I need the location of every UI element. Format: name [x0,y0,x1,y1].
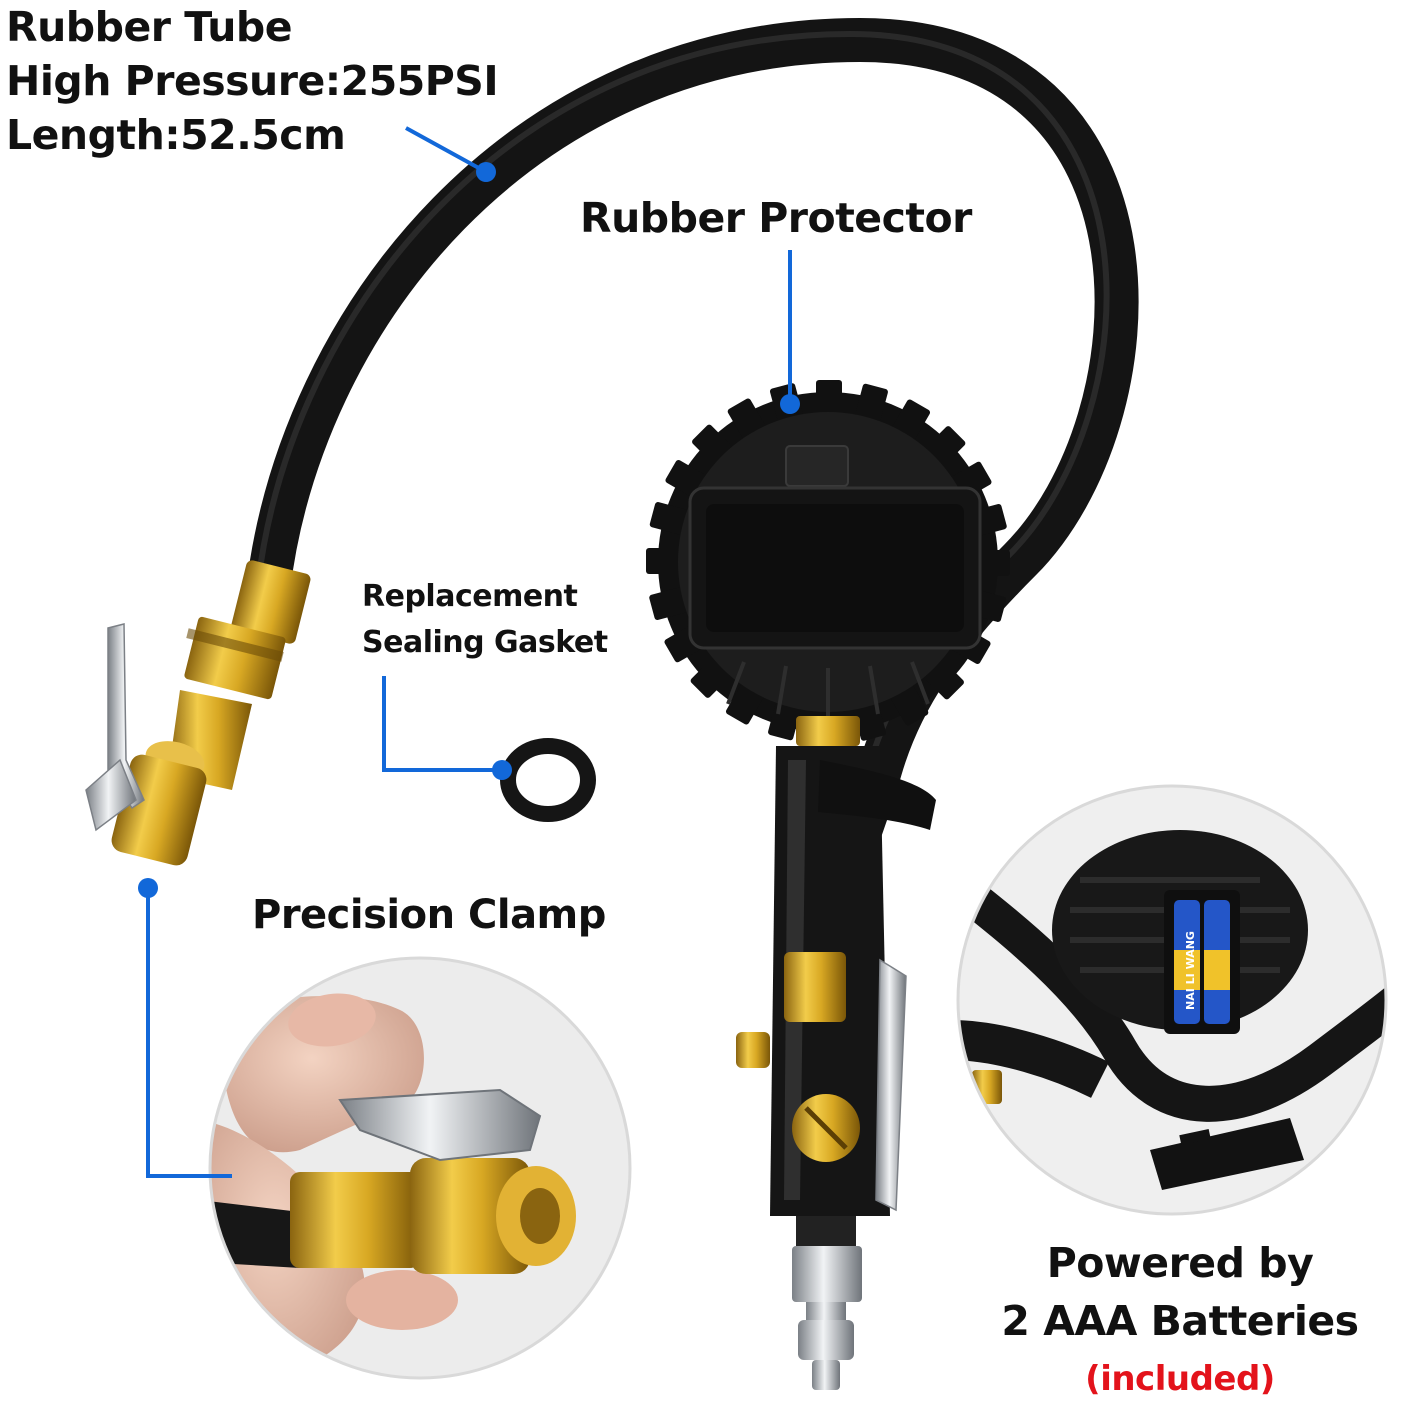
leader-dot-clamp [138,878,158,898]
battery-callout: Powered by 2 AAA Batteries (included) [960,1234,1400,1408]
leader-dot-protector [780,394,800,414]
o-ring-gasket [500,738,596,822]
leader-line-tube [405,126,487,174]
gasket-callout: Replacement Sealing Gasket [362,574,608,666]
clamp-callout: Precision Clamp [252,892,606,938]
gasket-line-2: Sealing Gasket [362,625,608,660]
tube-pressure: High Pressure:255PSI [6,57,499,105]
battery-line-1: Powered by [1046,1239,1314,1287]
tube-length: Length:52.5cm [6,111,346,159]
leader-line-clamp [146,888,232,1178]
gauge-handle [736,716,936,1390]
leader-dot-tube [476,162,496,182]
battery-line-2: 2 AAA Batteries [1001,1297,1359,1345]
battery-included-note: (included) [1085,1359,1275,1399]
battery-inset-photo: NAI LI WANG [956,784,1388,1216]
leader-lines [146,126,792,1178]
leader-line-gasket [382,676,502,772]
digital-gauge [646,380,1010,744]
leader-dot-gasket [492,760,512,780]
protector-callout: Rubber Protector [580,194,972,242]
gasket-line-1: Replacement [362,579,578,614]
clamp-inset-photo [208,956,632,1380]
tube-title: Rubber Tube [6,3,293,51]
tube-spec-callout: Rubber Tube High Pressure:255PSI Length:… [6,0,499,162]
battery-brand-label: NAI LI WANG [1184,931,1197,1010]
brass-chuck-assembly [85,560,311,866]
